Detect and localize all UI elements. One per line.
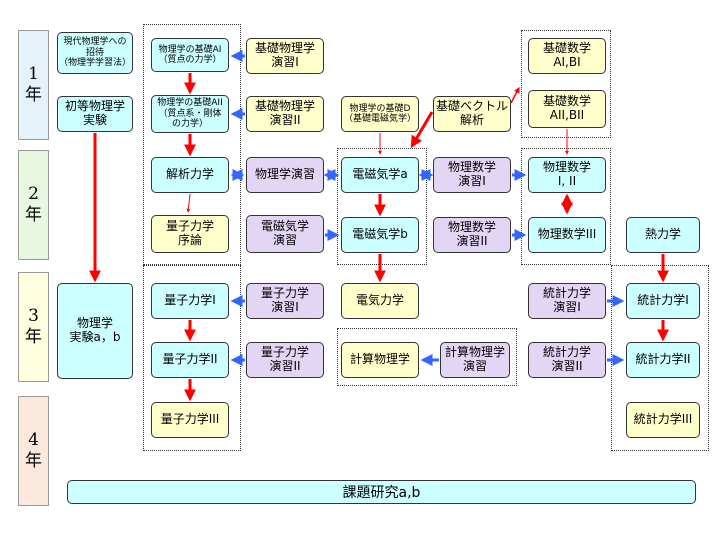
course-electrodynamics[interactable]: 電気力学 [341,283,419,319]
course-foundation-ai[interactable]: 物理学の基礎AI （質点の力学） [151,38,229,72]
course-stat-mech-3[interactable]: 統計力学III [626,402,700,438]
course-basic-physics-exercise-1[interactable]: 基礎物理学 演習I [246,38,324,74]
course-math-phys-exercise-2[interactable]: 物理数学 演習II [433,217,511,253]
course-stat-mech-2[interactable]: 統計力学II [626,342,700,378]
year-label-1: 1 年 [18,30,49,140]
course-intro-physics[interactable]: 現代物理学への 招待 （物理学学習法） [57,32,133,74]
course-basic-math-ai-bi[interactable]: 基礎数学 AI,BI [528,38,606,74]
course-qm-3[interactable]: 量子力学III [151,402,229,438]
course-qm-exercise-1[interactable]: 量子力学 演習I [246,283,324,319]
course-em-a[interactable]: 電磁気学a [341,157,419,193]
year-number: 3 [28,305,39,326]
year-label-3: 3 年 [18,272,49,382]
course-math-physics-1-2[interactable]: 物理数学 I, II [528,157,606,193]
year-number: 1 [28,63,39,84]
electromagnetism-group-outline [337,148,427,265]
course-physics-lab-ab[interactable]: 物理学 実験a，b [57,283,133,379]
course-math-phys-exercise-1[interactable]: 物理数学 演習I [433,157,511,193]
course-stat-mech-exercise-2[interactable]: 統計力学 演習II [528,342,606,378]
course-basic-vector-analysis[interactable]: 基礎ベクトル 解析 [433,96,511,132]
course-math-physics-3[interactable]: 物理数学III [528,217,606,253]
course-basic-math-aii-bii[interactable]: 基礎数学 AII,BII [528,90,606,128]
year-label-2: 2 年 [18,150,49,260]
year-unit: 年 [25,327,42,347]
year-unit: 年 [25,205,42,225]
course-qm-1[interactable]: 量子力学I [151,283,229,319]
statistical-group-outline [611,265,709,451]
mechanics-group-outline [143,24,241,265]
course-physics-exercise[interactable]: 物理学演習 [246,157,324,193]
year-number: 4 [28,429,39,450]
course-em-b[interactable]: 電磁気学b [341,217,419,253]
math-basic-group-outline [521,30,611,138]
course-computational-physics[interactable]: 計算物理学 [341,342,419,378]
year-label-4: 4 年 [18,396,49,506]
course-foundation-aii[interactable]: 物理学の基礎AII （質点系・剛体 の力学） [151,95,229,133]
year-unit: 年 [25,85,42,105]
course-stat-mech-1[interactable]: 統計力学I [626,283,700,319]
course-qm-exercise-2[interactable]: 量子力学 演習II [246,342,324,378]
course-elementary-lab[interactable]: 初等物理学 実験 [57,96,133,132]
course-analytical-mechanics[interactable]: 解析力学 [151,157,229,193]
course-thermodynamics[interactable]: 熱力学 [626,217,700,253]
arrow-analytical-to-qm-intro [186,193,191,213]
course-em-exercise[interactable]: 電磁気学 演習 [246,215,324,253]
year-number: 2 [28,183,39,204]
course-comp-physics-exercise[interactable]: 計算物理学 演習 [440,342,510,378]
arrow-vector-to-em-a [410,111,434,149]
computational-group-outline [337,328,517,386]
course-foundation-d[interactable]: 物理学の基礎D （基礎電磁気学） [341,96,419,132]
course-basic-physics-exercise-2[interactable]: 基礎物理学 演習II [246,96,324,132]
arrow-vector-to-math [510,86,520,104]
math-phys-group-outline [521,148,611,265]
year-unit: 年 [25,451,42,471]
course-qm-2[interactable]: 量子力学II [151,342,229,378]
research-project-bar[interactable]: 課題研究a,b [67,480,696,504]
course-stat-mech-exercise-1[interactable]: 統計力学 演習I [528,283,606,319]
course-qm-intro[interactable]: 量子力学 序論 [151,215,229,253]
